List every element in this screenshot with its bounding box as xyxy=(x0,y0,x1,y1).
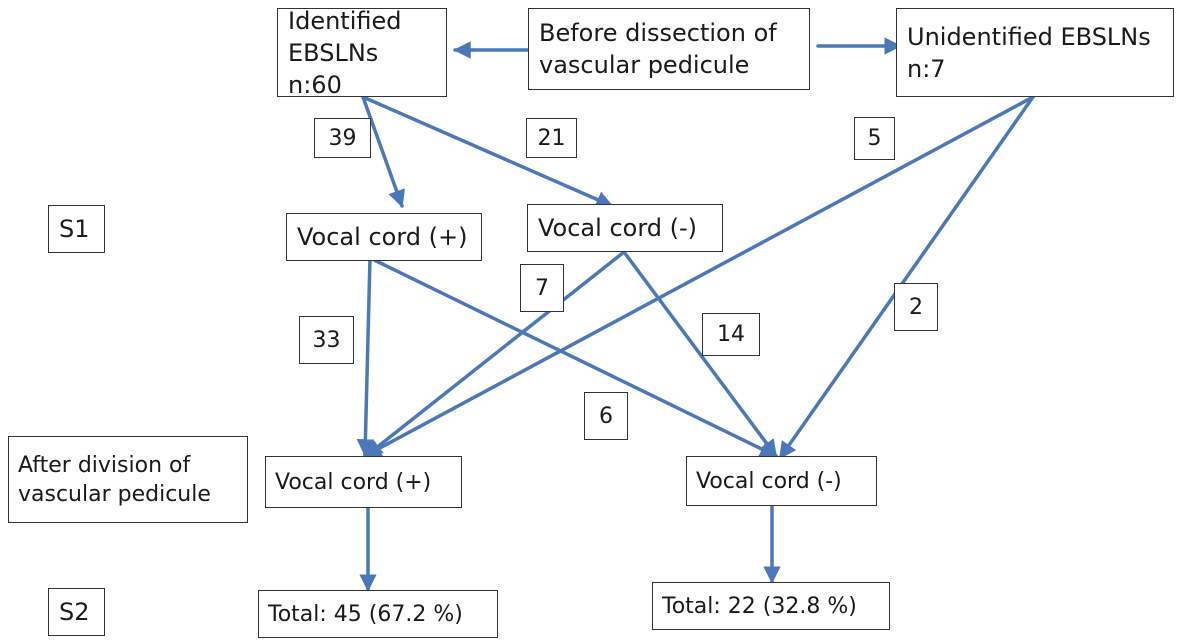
edge-label-5: 5 xyxy=(854,117,895,160)
node-total-negative: Total: 22 (32.8 %) xyxy=(652,582,890,630)
arrow-identified-to-vocal-neg xyxy=(361,95,614,208)
node-total-positive: Total: 45 (67.2 %) xyxy=(258,590,498,638)
edge-label-7: 7 xyxy=(520,264,564,312)
label-s2: S2 xyxy=(48,588,105,636)
node-vocal-cord-positive-s2: Vocal cord (+) xyxy=(265,456,462,508)
edge-label-39: 39 xyxy=(314,118,371,158)
arrow-unidentified-to-after-neg xyxy=(778,95,1035,460)
edge-label-14: 14 xyxy=(702,313,760,356)
arrow-unidentified-to-after-pos xyxy=(363,95,1035,458)
edge-label-21: 21 xyxy=(526,118,577,158)
node-vocal-cord-negative-s1: Vocal cord (-) xyxy=(527,204,723,252)
arrow-pos1-to-neg2 xyxy=(368,256,778,458)
arrow-identified-to-vocal-pos xyxy=(361,95,405,208)
arrow-neg1-to-neg2 xyxy=(622,250,778,458)
edge-label-2: 2 xyxy=(894,283,938,331)
node-vocal-cord-positive-s1: Vocal cord (+) xyxy=(286,213,482,261)
arrow-neg1-to-pos2 xyxy=(364,250,626,458)
arrow-pos1-to-pos2 xyxy=(356,256,375,457)
node-identified-ebslns-label: Identified EBSLNs n:60 xyxy=(288,6,402,99)
node-before-dissection: Before dissection of vascular pedicule xyxy=(528,8,810,90)
node-identified-ebslns: Identified EBSLNs n:60 xyxy=(277,7,447,99)
edge-label-6: 6 xyxy=(584,392,628,440)
edge-label-33: 33 xyxy=(299,316,354,364)
node-vocal-cord-negative-s2: Vocal cord (-) xyxy=(686,456,877,506)
label-after-division: After division of vascular pedicule xyxy=(8,436,248,523)
node-unidentified-ebslns-label: Unidentified EBSLNs n:7 xyxy=(907,22,1151,83)
label-s1: S1 xyxy=(48,205,105,253)
node-before-dissection-label: Before dissection of vascular pedicule xyxy=(539,19,777,79)
node-unidentified-ebslns: Unidentified EBSLNs n:7 xyxy=(896,8,1174,97)
